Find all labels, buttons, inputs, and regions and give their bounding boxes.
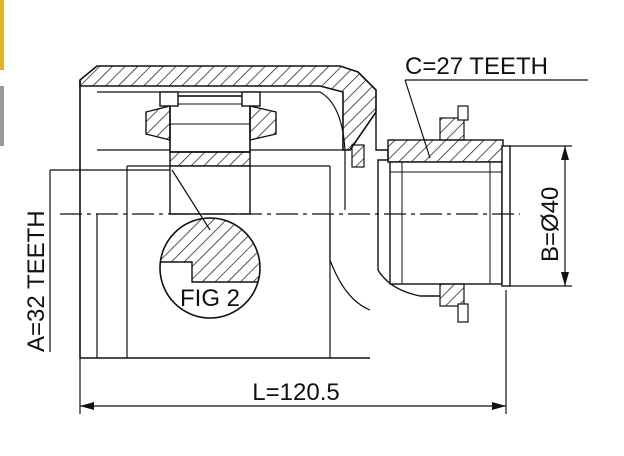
roller-left-lug [145, 105, 171, 141]
stem-neck [375, 112, 389, 214]
shaft-flange-cap [457, 105, 469, 121]
shaft-flange-top [439, 117, 465, 141]
side-tab-gray [0, 86, 4, 146]
housing-lower-curve [329, 214, 371, 311]
fig2-label: FIG 2 [180, 285, 240, 312]
side-tab-yellow [0, 0, 4, 70]
shaft-end-face [501, 145, 511, 287]
stem-collar [351, 144, 365, 168]
length-label: L=120.5 [252, 379, 339, 406]
b-arrow-top [561, 146, 569, 160]
housing-top-section [79, 65, 377, 151]
spider-hatched-bar [169, 151, 251, 167]
b-arrow-bottom [561, 272, 569, 286]
fig2-tooth-section [160, 218, 260, 283]
roller-cap-right [241, 91, 261, 107]
shaft-flange-bottom [439, 283, 465, 307]
b-diameter-label: B=Ø40 [537, 187, 564, 262]
roller-right-lug [249, 105, 277, 141]
stem-neck-lower [377, 214, 440, 297]
roller-cap-left [159, 91, 179, 107]
inner-cavity-curve [97, 91, 346, 210]
l-arrow-left [80, 402, 94, 410]
fig2-leader [171, 169, 211, 231]
c-teeth-label: C=27 TEETH [405, 53, 548, 80]
c-leader-diagonal [404, 79, 431, 159]
shaft-body [389, 161, 503, 285]
a-teeth-label: A=32 TEETH [23, 210, 50, 352]
splined-shaft-section [387, 139, 504, 163]
shaft-flange-bottom-cap [457, 303, 469, 323]
l-arrow-right [492, 402, 506, 410]
spider-hub [169, 165, 251, 215]
